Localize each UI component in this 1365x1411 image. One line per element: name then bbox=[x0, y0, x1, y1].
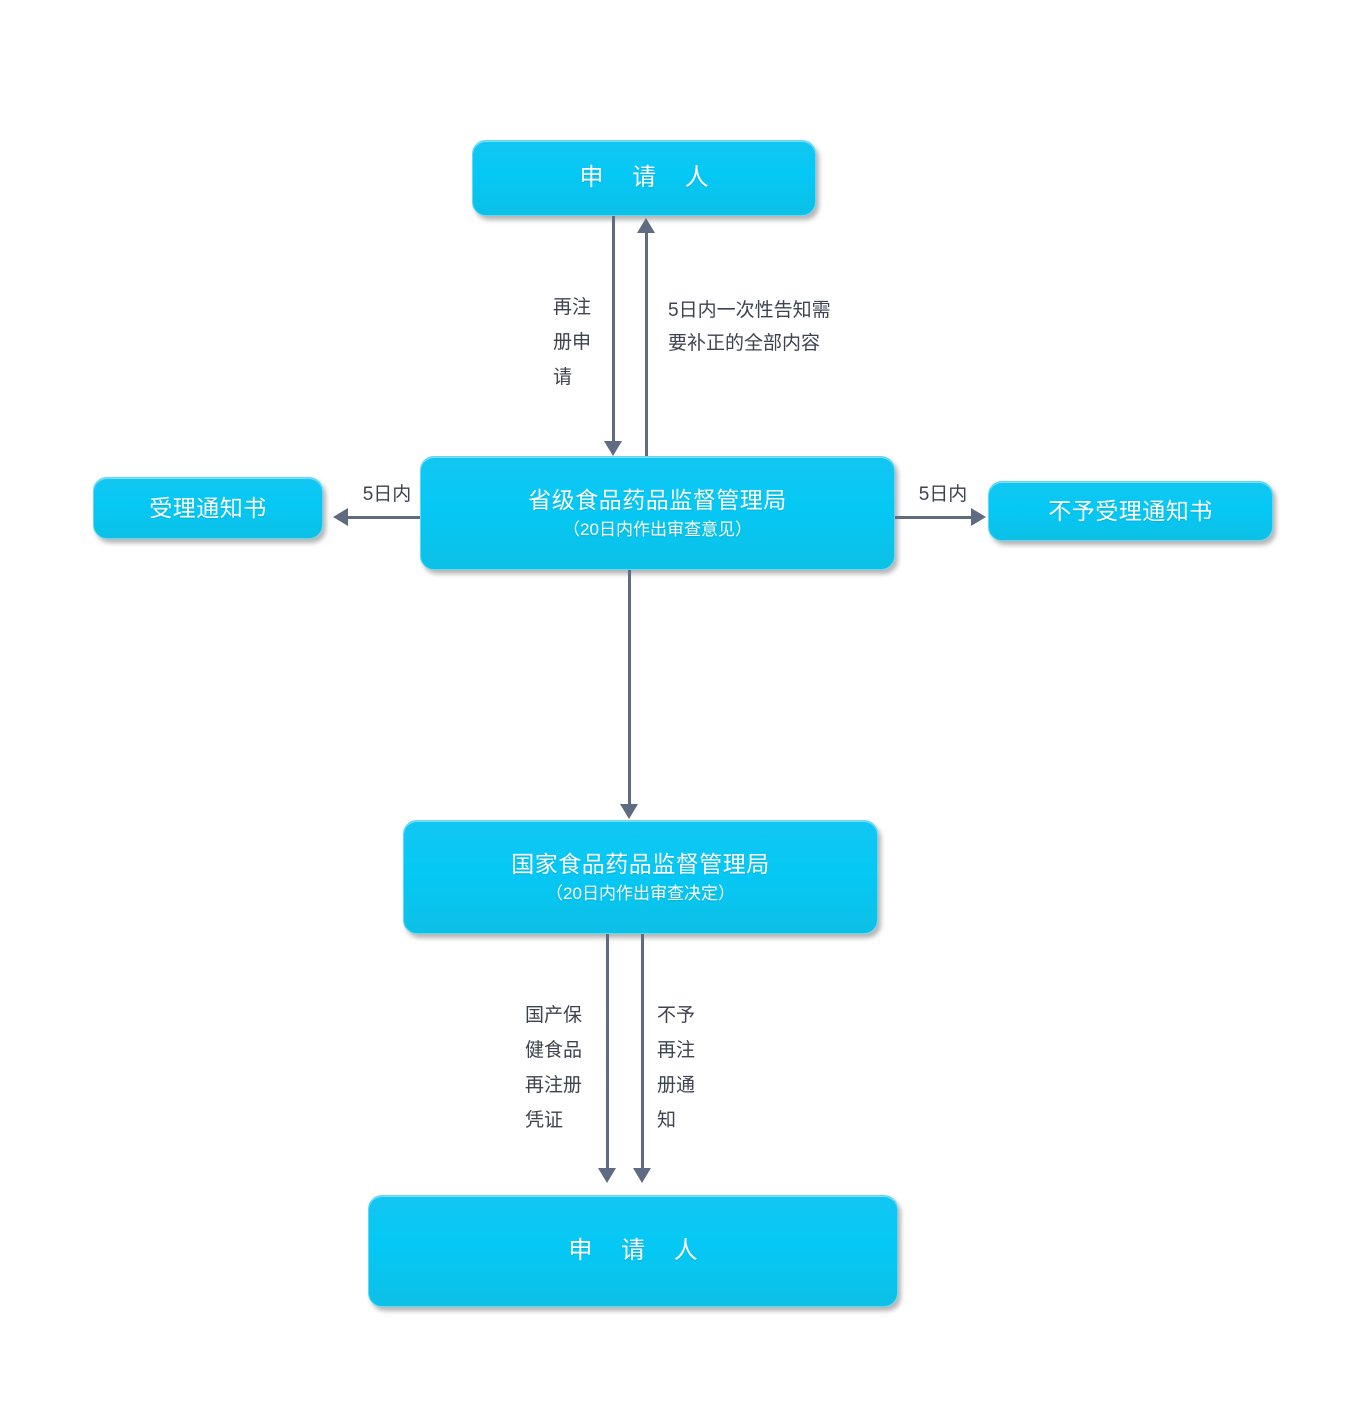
node-applicant-bottom-title: 申 请 人 bbox=[568, 1237, 709, 1264]
node-applicant-top-title: 申 请 人 bbox=[579, 164, 720, 191]
connector-accept-line bbox=[348, 516, 420, 519]
node-provincial-bureau-title: 省级食品药品监督管理局 bbox=[528, 487, 787, 513]
connector-reject-line bbox=[895, 516, 973, 519]
node-national-bureau[interactable]: 国家食品药品监督管理局 （20日内作出审查决定） bbox=[403, 820, 878, 934]
connector-refusal-notice-arrowhead bbox=[633, 1168, 651, 1183]
connector-provincial-to-national-arrowhead bbox=[620, 804, 638, 819]
node-applicant-top[interactable]: 申 请 人 bbox=[472, 140, 816, 216]
edge-label-domestic-certificate: 国产保 健食品 再注册 凭证 bbox=[525, 1005, 583, 1132]
connector-reapplication-arrowhead bbox=[604, 441, 622, 456]
node-acceptance-notice-title: 受理通知书 bbox=[149, 494, 267, 521]
connector-reapplication-line bbox=[612, 216, 615, 441]
node-provincial-bureau[interactable]: 省级食品药品监督管理局 （20日内作出审查意见） bbox=[420, 456, 895, 570]
connector-refusal-notice-line bbox=[641, 934, 644, 1170]
edge-label-reapplication: 再注 册申 请 bbox=[553, 297, 592, 389]
connector-notify-corrections-arrowhead bbox=[637, 218, 655, 233]
node-national-bureau-subtitle: （20日内作出审查决定） bbox=[546, 883, 735, 903]
edge-label-reject-days: 5日内 bbox=[918, 484, 968, 505]
node-applicant-bottom[interactable]: 申 请 人 bbox=[368, 1195, 898, 1307]
node-national-bureau-title: 国家食品药品监督管理局 bbox=[511, 851, 770, 877]
node-acceptance-notice[interactable]: 受理通知书 bbox=[93, 477, 323, 539]
connector-reject-arrowhead bbox=[971, 508, 986, 526]
connector-accept-arrowhead bbox=[333, 508, 348, 526]
connector-provincial-to-national-line bbox=[628, 570, 631, 807]
node-rejection-notice-title: 不予受理通知书 bbox=[1048, 497, 1213, 524]
connector-domestic-certificate-arrowhead bbox=[598, 1168, 616, 1183]
node-rejection-notice[interactable]: 不予受理通知书 bbox=[988, 481, 1273, 541]
node-provincial-bureau-subtitle: （20日内作出审查意见） bbox=[563, 519, 752, 539]
connector-notify-corrections-line bbox=[645, 233, 648, 456]
edge-label-refusal-notice: 不予 再注 册通 知 bbox=[657, 1005, 696, 1132]
connector-domestic-certificate-line bbox=[606, 934, 609, 1170]
edge-label-accept-days: 5日内 bbox=[362, 484, 412, 505]
edge-label-notify-corrections: 5日内一次性告知需 要补正的全部内容 bbox=[668, 300, 831, 355]
